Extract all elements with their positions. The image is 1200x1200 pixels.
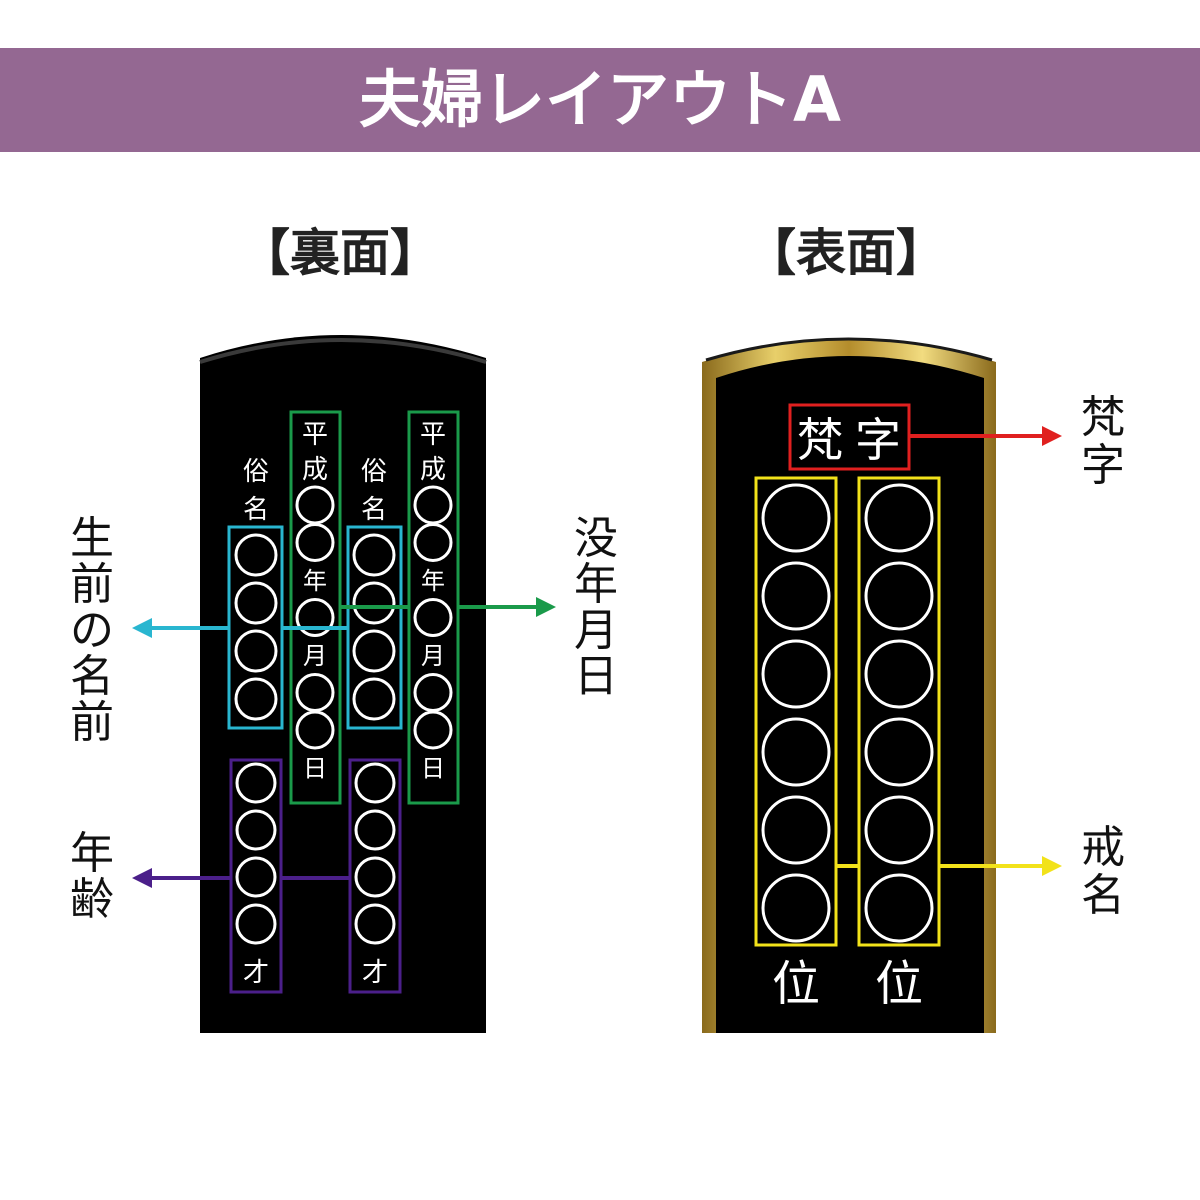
front-tablet-panel (716, 356, 984, 1033)
age-suffix: 才 (362, 958, 388, 988)
character-circle (235, 809, 277, 851)
character-circle (761, 561, 831, 631)
front-heading: 【表面】 (746, 224, 946, 282)
title-banner (0, 48, 1200, 152)
character-circle (413, 523, 453, 562)
callout-char: 戒 (1081, 822, 1125, 873)
character-circle (295, 523, 335, 562)
character-circle (864, 561, 934, 631)
character-circle (864, 795, 934, 865)
zokumyo-label: 名 (361, 495, 387, 525)
callout-char: の (70, 605, 114, 656)
callout-char: 字 (1081, 440, 1125, 491)
character-circle (761, 639, 831, 709)
callout-char: 梵 (1081, 392, 1125, 443)
era-label: 成 (302, 455, 328, 485)
front-content: 梵字位位 (754, 403, 941, 1012)
rank-label: 位 (772, 956, 820, 1012)
character-circle (354, 809, 396, 851)
date-unit-label: 日 (303, 755, 327, 783)
callout-age: 年齢 (70, 828, 114, 925)
character-circle (354, 762, 396, 804)
character-circle (352, 677, 396, 721)
age-suffix: 才 (243, 958, 269, 988)
callout-char: 年 (70, 828, 114, 879)
date-unit-label: 月 (303, 642, 327, 670)
character-circle (761, 483, 831, 553)
zokumyo-label: 俗 (361, 457, 387, 487)
bonji-char: 梵 (797, 413, 843, 467)
character-circle (761, 795, 831, 865)
era-label: 平 (302, 420, 328, 450)
rank-label: 位 (875, 956, 923, 1012)
callout-char: 名 (70, 651, 114, 702)
callout-char: 名 (1081, 870, 1125, 921)
character-circle (235, 762, 277, 804)
callout-char: 年 (574, 559, 618, 610)
character-circle (761, 717, 831, 787)
character-circle (235, 903, 277, 945)
character-circle (295, 598, 335, 637)
date-unit-label: 年 (421, 567, 445, 595)
kaimyo-box (754, 476, 838, 947)
character-circle (235, 856, 277, 898)
callout-kaimyo: 戒名 (1081, 822, 1125, 921)
page-title: 夫婦レイアウトA (359, 63, 841, 136)
bonji-char: 字 (855, 413, 901, 467)
character-circle (352, 533, 396, 577)
character-circle (761, 873, 831, 943)
back-tablet-highlight (199, 338, 487, 364)
character-circle (352, 581, 396, 625)
character-circle (234, 533, 278, 577)
callout-char: 月 (574, 605, 618, 656)
front-tablet-inner-rim (705, 337, 993, 362)
callout-char: 没 (574, 513, 618, 564)
callout-bonji: 梵字 (1081, 392, 1125, 491)
character-circle (864, 639, 934, 709)
character-circle (413, 598, 453, 637)
character-circle (354, 903, 396, 945)
date-unit-label: 月 (421, 642, 445, 670)
zokumyo-label: 名 (243, 495, 269, 525)
callout-char: 前 (70, 559, 114, 610)
date-unit-label: 日 (421, 755, 445, 783)
character-circle (234, 581, 278, 625)
character-circle (234, 629, 278, 673)
character-circle (864, 483, 934, 553)
era-label: 平 (420, 420, 446, 450)
character-circle (864, 873, 934, 943)
character-circle (234, 677, 278, 721)
character-circle (295, 710, 335, 750)
back-heading: 【裏面】 (240, 224, 440, 282)
character-circle (413, 710, 453, 750)
character-circle (354, 856, 396, 898)
character-circle (864, 717, 934, 787)
era-label: 成 (420, 455, 446, 485)
back-content: 俗名俗名平成年月日平成年月日才才 (227, 410, 460, 994)
kaimyo-box (857, 476, 941, 947)
callout-char: 前 (70, 697, 114, 748)
callout-char: 齢 (70, 874, 114, 925)
character-circle (352, 629, 396, 673)
callout-char: 日 (574, 651, 618, 702)
date-unit-label: 年 (303, 567, 327, 595)
zokumyo-label: 俗 (243, 457, 269, 487)
callout-char: 生 (70, 513, 114, 564)
